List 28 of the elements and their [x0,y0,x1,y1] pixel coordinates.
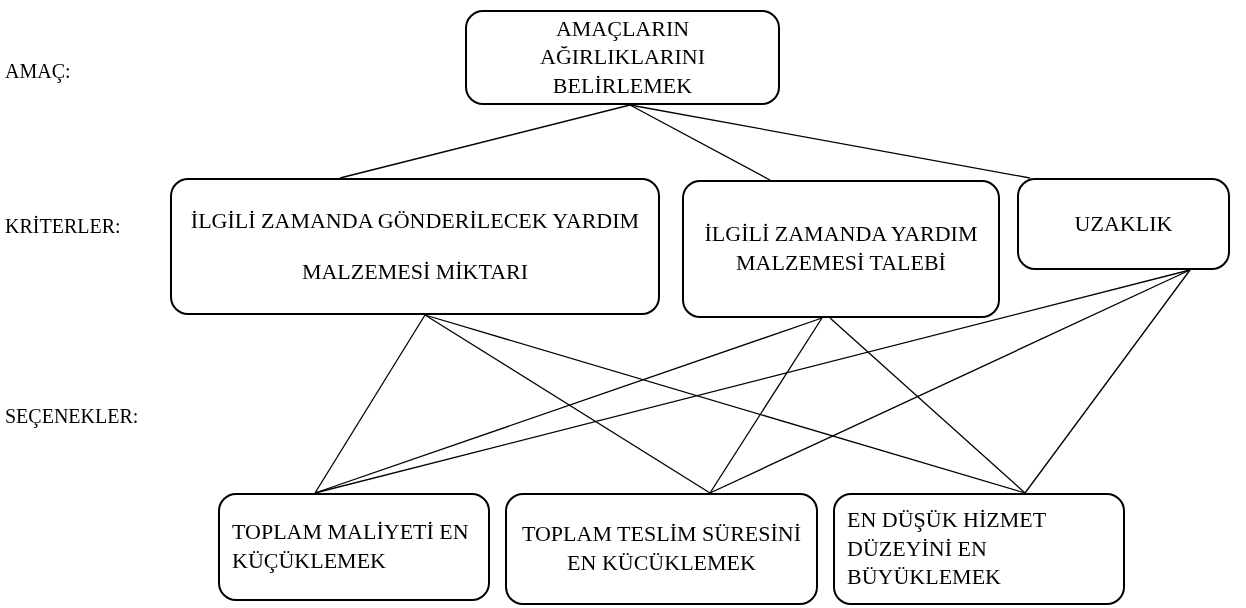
connector-line [424,314,711,494]
connector-line [709,317,823,494]
connector-line [339,104,631,179]
rounded-box [218,493,490,601]
box-text: TOPLAM MALİYETİ EN KÜÇÜKLEMEK [232,518,470,575]
rounded-box [465,10,780,105]
rounded-box [505,493,818,605]
box-text: UZAKLIK [1074,209,1173,238]
box-text: AMAÇLARIN AĞIRLIKLARINI BELİRLEMEK [539,14,706,100]
level-label: AMAÇ: [5,60,71,83]
level-label: KRİTERLER: [5,215,121,238]
box-text: İLGİLİ ZAMANDA GÖNDERİLECEK YARDIM MALZEMESİ MİKTARI [189,206,641,286]
connector-line [424,314,1026,494]
connector-line [314,317,823,494]
rounded-box [833,493,1125,605]
level-label: SEÇENEKLER: [5,405,139,428]
connector-line [314,314,426,494]
connector-line [829,317,1026,494]
box-text: TOPLAM TESLİM SÜRESİNİ EN KÜCÜKLEMEK [520,520,803,577]
connector-line [709,269,1191,494]
box-text: İLGİLİ ZAMANDA YARDIM MALZEMESİ TALEBİ [703,220,979,277]
connector-line [629,104,1031,179]
connector-line [629,104,771,181]
connector-line [1024,269,1191,494]
box-text: EN DÜŞÜK HİZMET DÜZEYİNİ EN BÜYÜKLEMEK [847,506,1047,592]
rounded-box [1017,178,1230,270]
rounded-box [170,178,660,315]
rounded-box [682,180,1000,318]
